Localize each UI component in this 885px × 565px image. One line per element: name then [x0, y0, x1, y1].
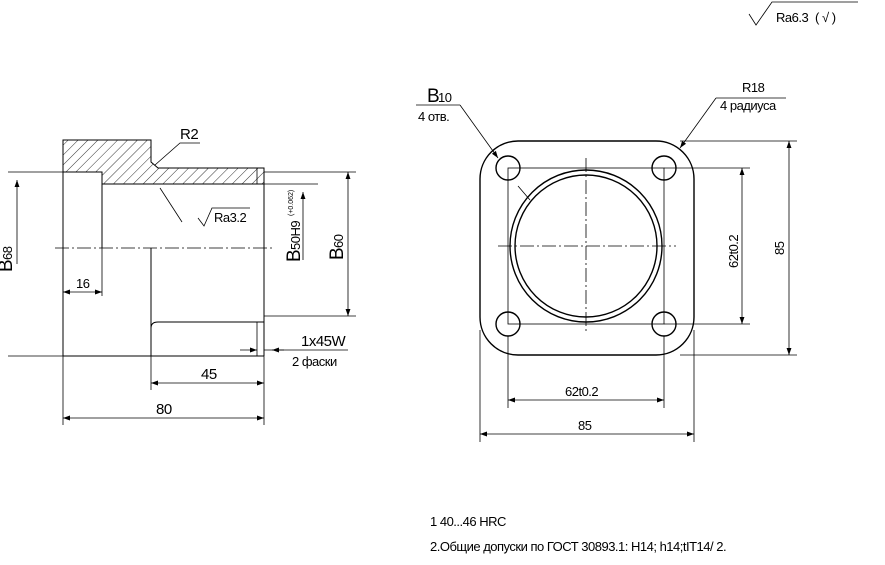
corner-count: 4 радиуса — [720, 98, 777, 113]
dia68-prefix: B — [0, 260, 17, 272]
bore-length-dim: 45 — [201, 366, 217, 383]
dia68-value: 68 — [0, 246, 15, 260]
side-section-view: R2 Ra3.2 B 68 B 50H9 (+0.062) B 60 — [0, 126, 356, 425]
general-roughness-mark: Ra6.3 ( √ ) — [748, 1, 858, 26]
note-1: 1 40...46 HRC — [430, 514, 506, 529]
flange-section-hatch — [62, 139, 265, 185]
hole-count: 4 отв. — [418, 109, 449, 124]
outer-vertical-dim: 85 — [772, 241, 787, 255]
chamfer-note: 2 фаски — [292, 354, 337, 369]
hole-dia-value: 10 — [438, 90, 452, 105]
total-length-dim: 80 — [156, 401, 172, 418]
dia50-tolerance: (+0.062) — [288, 190, 295, 216]
chamfer-label: 1x45W — [301, 333, 347, 350]
technical-notes: 1 40...46 HRC 2.Общие допуски по ГОСТ 30… — [430, 514, 727, 554]
dia60-prefix: B — [327, 248, 348, 260]
note-2: 2.Общие допуски по ГОСТ 30893.1: H14; h1… — [430, 539, 726, 554]
hole-spacing-horizontal: 62t0.2 — [565, 384, 598, 399]
general-roughness-sign: ( √ ) — [815, 10, 836, 25]
dia60-value: 60 — [331, 234, 346, 248]
hole-dia-prefix: B — [427, 86, 439, 107]
flange-thickness-dim: 16 — [76, 276, 90, 291]
side-radius-label: R2 — [180, 126, 198, 143]
outer-horizontal-dim: 85 — [578, 418, 592, 433]
dia50-value: 50H9 — [288, 221, 303, 250]
hole-spacing-vertical: 62t0.2 — [726, 235, 741, 268]
bore-roughness-value: Ra3.2 — [214, 210, 246, 225]
general-roughness-value: Ra6.3 — [776, 10, 808, 25]
front-view: B 10 4 отв. R18 4 радиуса 62t0.2 85 62t0… — [416, 80, 797, 442]
corner-radius: R18 — [742, 80, 765, 95]
flange-plate-outline — [479, 140, 695, 356]
dia50-prefix: B — [284, 250, 305, 262]
